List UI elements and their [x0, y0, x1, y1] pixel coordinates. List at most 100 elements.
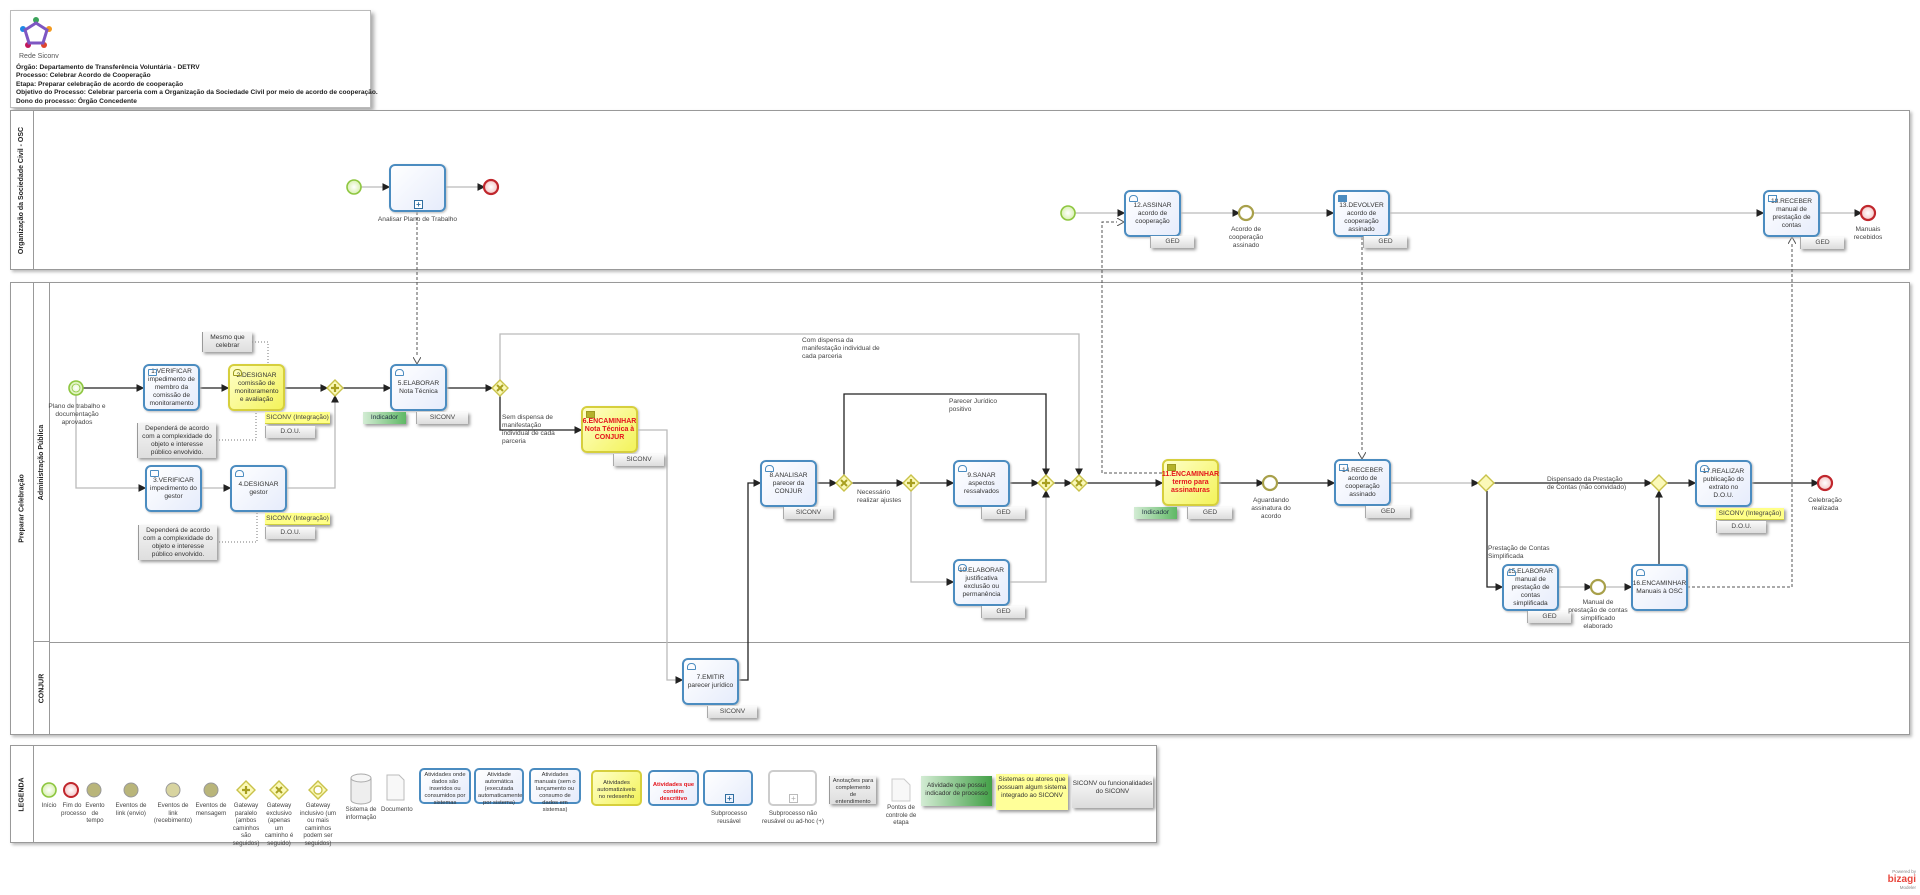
flow-label: Com dispensa da manifestação individual …	[802, 337, 880, 360]
sequence-flow	[499, 333, 1083, 477]
exclusive-gateway	[1477, 474, 1495, 492]
message-flow	[1101, 222, 1162, 474]
receive-message-icon	[1768, 195, 1777, 202]
annotation-dependera: Dependerá de acordo com a complexidade d…	[138, 525, 217, 560]
exclusive-gateway	[491, 379, 509, 397]
user-icon	[1507, 569, 1516, 576]
task-3-verificar[interactable]: 3.VERIFICAR impedimento do gestor	[145, 465, 202, 512]
flow-label: Parecer Jurídico positivo	[949, 398, 998, 413]
legend-box-descritivo: Atividades que contém descritivo	[648, 770, 699, 806]
task-18-receber[interactable]: 18.RECEBER manual de prestação de contas	[1763, 190, 1820, 237]
task-16-encaminhar[interactable]: 16.ENCAMINHAR Manuais à OSC	[1631, 564, 1688, 611]
legend-box-dados: Atividades onde dados são inseridos ou c…	[419, 768, 471, 806]
legend-box-manual: Atividades manuais (sem o lançamento ou …	[529, 768, 581, 813]
sequence-flow	[1009, 489, 1050, 583]
tag-ged: GED	[981, 507, 1025, 519]
task-2-designar[interactable]: 2.DESIGNAR comissão de monitoramento e a…	[228, 364, 285, 411]
powered-by: Powered by	[1892, 869, 1916, 874]
sequence-flow	[75, 395, 147, 492]
tag-dou: D.O.U.	[265, 426, 315, 438]
tag-siconv: SICONV	[613, 454, 664, 466]
sequence-flow	[739, 479, 762, 681]
intermediate-event	[1237, 204, 1255, 222]
legend-link-receb: Eventos de link (recebimento)	[153, 802, 193, 824]
start-event-label: Plano de trabalho e documentação aprovad…	[48, 403, 106, 426]
receive-message-icon	[1339, 464, 1348, 471]
tag-indicador: Indicador	[363, 412, 406, 424]
task-10-elaborar[interactable]: 10.ELABORAR justificativa exclusão ou pe…	[953, 559, 1010, 606]
tag-ged: GED	[1187, 507, 1232, 519]
task-17-realizar[interactable]: 17.REALIZAR publicação do extrato no D.O…	[1695, 460, 1752, 507]
exclusive-gateway	[835, 474, 853, 492]
task-1-verificar[interactable]: 1.VERIFICAR impedimento de membro da com…	[143, 364, 200, 411]
event-label: Acordo de cooperação assinado	[1228, 226, 1264, 249]
annotation-dependera: Dependerá de acordo com a complexidade d…	[137, 423, 216, 458]
lane-divider	[50, 642, 1909, 643]
start-event	[68, 380, 84, 396]
tag-ged: GED	[981, 606, 1025, 618]
tag-ged: GED	[1150, 236, 1194, 248]
legend-box-adhoc: +	[768, 770, 817, 806]
user-icon	[235, 470, 244, 477]
event-label: Aguardando assinatura do acordo	[1251, 497, 1291, 520]
task-4-designar[interactable]: 4.DESIGNAR gestor	[230, 465, 287, 512]
task-9-sanar[interactable]: 9.SANAR aspectos ressalvados	[953, 460, 1010, 507]
user-icon	[1636, 569, 1645, 576]
logo-text: Rede Siconv	[19, 53, 59, 60]
legend-timer-icon	[86, 782, 102, 798]
legend-link-receive-icon	[165, 782, 181, 798]
end-event-label: Celebração realizada	[1808, 497, 1842, 512]
task-12-assinar[interactable]: 12.ASSINAR acordo de cooperação	[1124, 190, 1181, 237]
expand-icon[interactable]: +	[414, 200, 423, 209]
legend-subproc: Subprocesso reusável	[710, 810, 748, 825]
sequence-flow	[910, 491, 955, 586]
tag-siconv: SICONV	[416, 412, 468, 424]
tag-ged: GED	[1365, 506, 1410, 518]
user-icon	[1129, 195, 1138, 202]
flow-label: Necessário realizar ajustes	[857, 489, 902, 504]
legend-gw-paralelo: Gateway paralelo (ambos caminhos são seg…	[232, 802, 260, 847]
tag-siconv-integracao: SICONV (Integração)	[1716, 508, 1784, 520]
sequence-flow	[1486, 491, 1504, 591]
task-13-devolver[interactable]: 13.DEVOLVER acordo de cooperação assinad…	[1333, 190, 1390, 237]
expand-icon: +	[789, 794, 798, 803]
rede-siconv-logo	[20, 17, 52, 48]
tag-siconv: SICONV	[707, 706, 757, 718]
end-event-label: Manuais recebidos	[1853, 226, 1883, 241]
tag-indicador: Indicador	[1134, 507, 1177, 519]
tag-ged: GED	[1800, 237, 1844, 249]
user-icon	[233, 369, 242, 376]
legend-documento: Documento	[381, 806, 413, 813]
legend-sistema: Sistema de informação	[345, 806, 377, 821]
user-icon	[687, 663, 696, 670]
task-8-analisar[interactable]: 8.ANALISAR parecer da CONJUR	[760, 460, 817, 507]
task-7-emitir[interactable]: 7.EMITIR parecer jurídico	[682, 658, 739, 705]
process-header: Rede Siconv Órgão: Departamento de Trans…	[10, 10, 378, 108]
header-objetivo: Objetivo do Processo: Celebrar parceria …	[16, 89, 378, 97]
subprocess-analisar-plano[interactable]: +	[389, 164, 446, 212]
legend-box-amarelo: Atividades automatizáveis no redesenho	[591, 770, 642, 806]
task-11-encaminhar[interactable]: 11.ENCAMINHAR termo para assinaturas	[1162, 459, 1219, 506]
task-5-elaborar[interactable]: 5.ELABORAR Nota Técnica	[390, 364, 447, 411]
legend-tempo: Evento de tempo	[85, 802, 105, 824]
tag-siconv-integracao: SICONV (Integração)	[265, 412, 330, 424]
legend-parallel-gateway-icon	[236, 780, 256, 800]
parallel-gateway	[326, 379, 344, 397]
sequence-flow	[286, 394, 339, 489]
legend-box-auto: Atividade automática (executada automati…	[474, 768, 524, 806]
user-icon	[395, 369, 404, 376]
intermediate-event	[1589, 578, 1607, 596]
task-14-receber[interactable]: 14.RECEBER acordo de cooperação assinado	[1334, 459, 1391, 506]
task-15-elaborar[interactable]: 15.ELABORAR manual de prestação de conta…	[1502, 564, 1559, 611]
legend-siconv: SICONV ou funcionalidades do SICONV	[1072, 776, 1153, 808]
legend-box-subprocesso: +	[703, 770, 753, 806]
legend-document-icon	[386, 774, 405, 801]
exclusive-gateway	[1070, 474, 1088, 492]
tag-siconv-integracao: SICONV (Integração)	[265, 513, 330, 525]
tag-dou: D.O.U.	[265, 527, 315, 539]
task-6-encaminhar[interactable]: 6.ENCAMINHAR Nota Técnica à CONJUR	[581, 406, 638, 453]
bizagi-branding: Powered by bizagi Modeler	[1866, 868, 1916, 892]
message-flow	[1687, 237, 1792, 588]
legend-inicio: Início	[41, 802, 57, 809]
legend-indicador: Atividade que possui indicador de proces…	[921, 776, 992, 806]
